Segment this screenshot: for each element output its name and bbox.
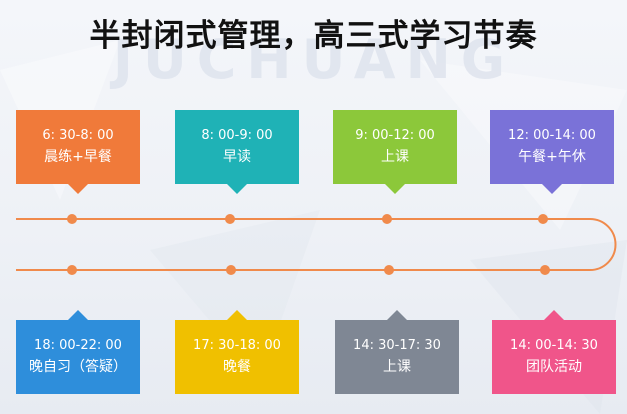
card-time: 14: 00-14: 30 [510,338,598,353]
page-title: 半封闭式管理，高三式学习节奏 [89,18,538,54]
card-time: 12: 00-14: 00 [508,128,596,143]
card-activity: 团队活动 [526,359,582,375]
timeline-path [16,218,617,271]
timeline-dot [538,214,548,224]
card-time: 9: 00-12: 00 [355,128,435,143]
timeline-dot [384,265,394,275]
card-time: 17: 30-18: 00 [193,338,281,353]
card-activity: 晚餐 [223,359,251,375]
card-activity: 早读 [223,149,251,165]
schedule-card-dinner: 17: 30-18: 00 晚餐 [175,310,299,394]
card-activity: 上课 [383,359,411,375]
timeline-dot [225,214,235,224]
timeline-dot [67,265,77,275]
schedule-card-evening-study: 18: 00-22: 00 晚自习（答疑） [16,310,140,394]
schedule-card-afternoon-class: 14: 30-17: 30 上课 [335,310,459,394]
card-activity: 午餐+午休 [518,149,586,165]
card-activity: 晚自习（答疑） [29,359,127,375]
watermark-text: JUCHUANG [112,28,516,91]
card-time: 14: 30-17: 30 [353,338,441,353]
card-activity: 晨练+早餐 [44,149,112,165]
timeline-dot [382,214,392,224]
timeline-dot [226,265,236,275]
schedule-card-morning-class: 9: 00-12: 00 上课 [333,110,457,194]
card-time: 6: 30-8: 00 [42,128,114,143]
schedule-card-morning-reading: 8: 00-9: 00 早读 [175,110,299,194]
schedule-card-team-activity: 14: 00-14: 30 团队活动 [492,310,616,394]
timeline-dot [67,214,77,224]
card-time: 8: 00-9: 00 [201,128,273,143]
card-activity: 上课 [381,149,409,165]
schedule-card-morning-exercise: 6: 30-8: 00 晨练+早餐 [16,110,140,194]
card-time: 18: 00-22: 00 [34,338,122,353]
timeline-dot [540,265,550,275]
schedule-card-lunch-nap: 12: 00-14: 00 午餐+午休 [490,110,614,194]
